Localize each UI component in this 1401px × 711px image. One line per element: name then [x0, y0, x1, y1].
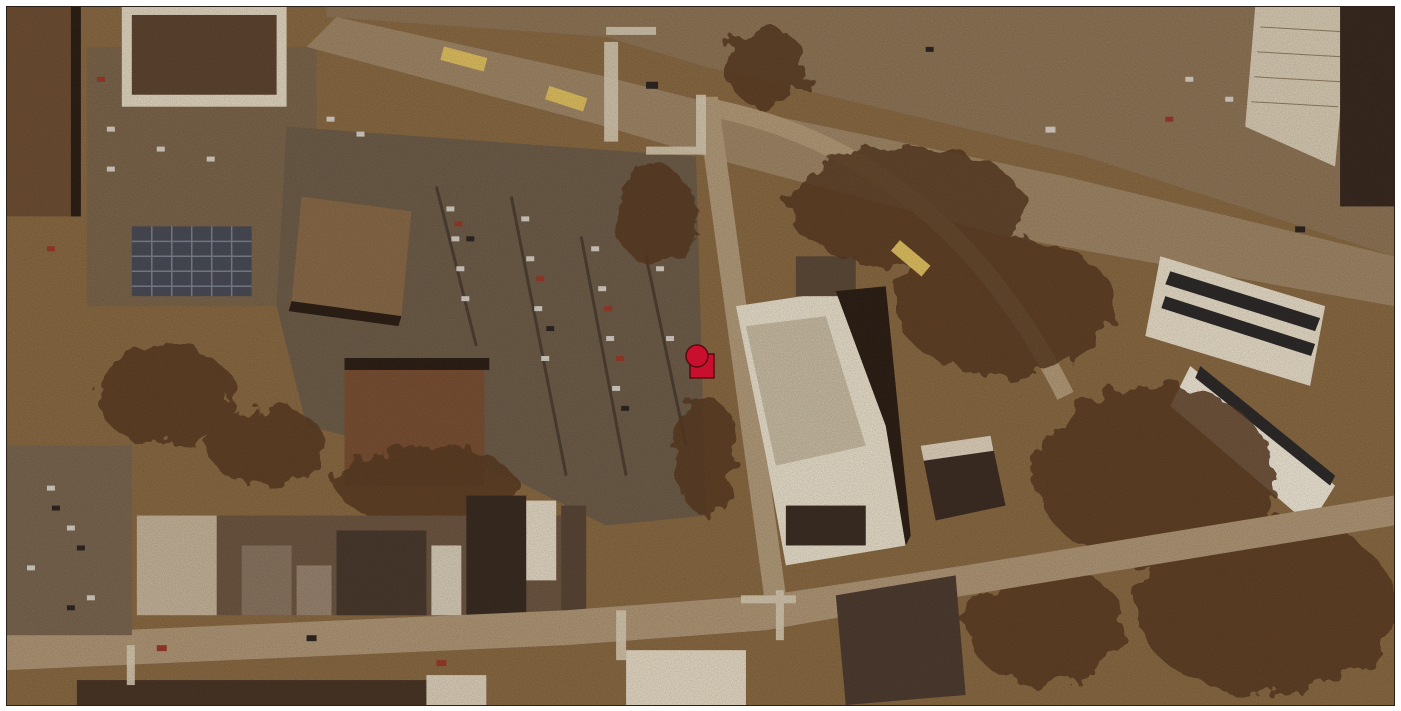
aerial-photo: [7, 7, 1394, 705]
location-marker-circle[interactable]: [685, 344, 709, 368]
aerial-map[interactable]: [6, 6, 1395, 706]
location-marker[interactable]: [685, 344, 715, 379]
